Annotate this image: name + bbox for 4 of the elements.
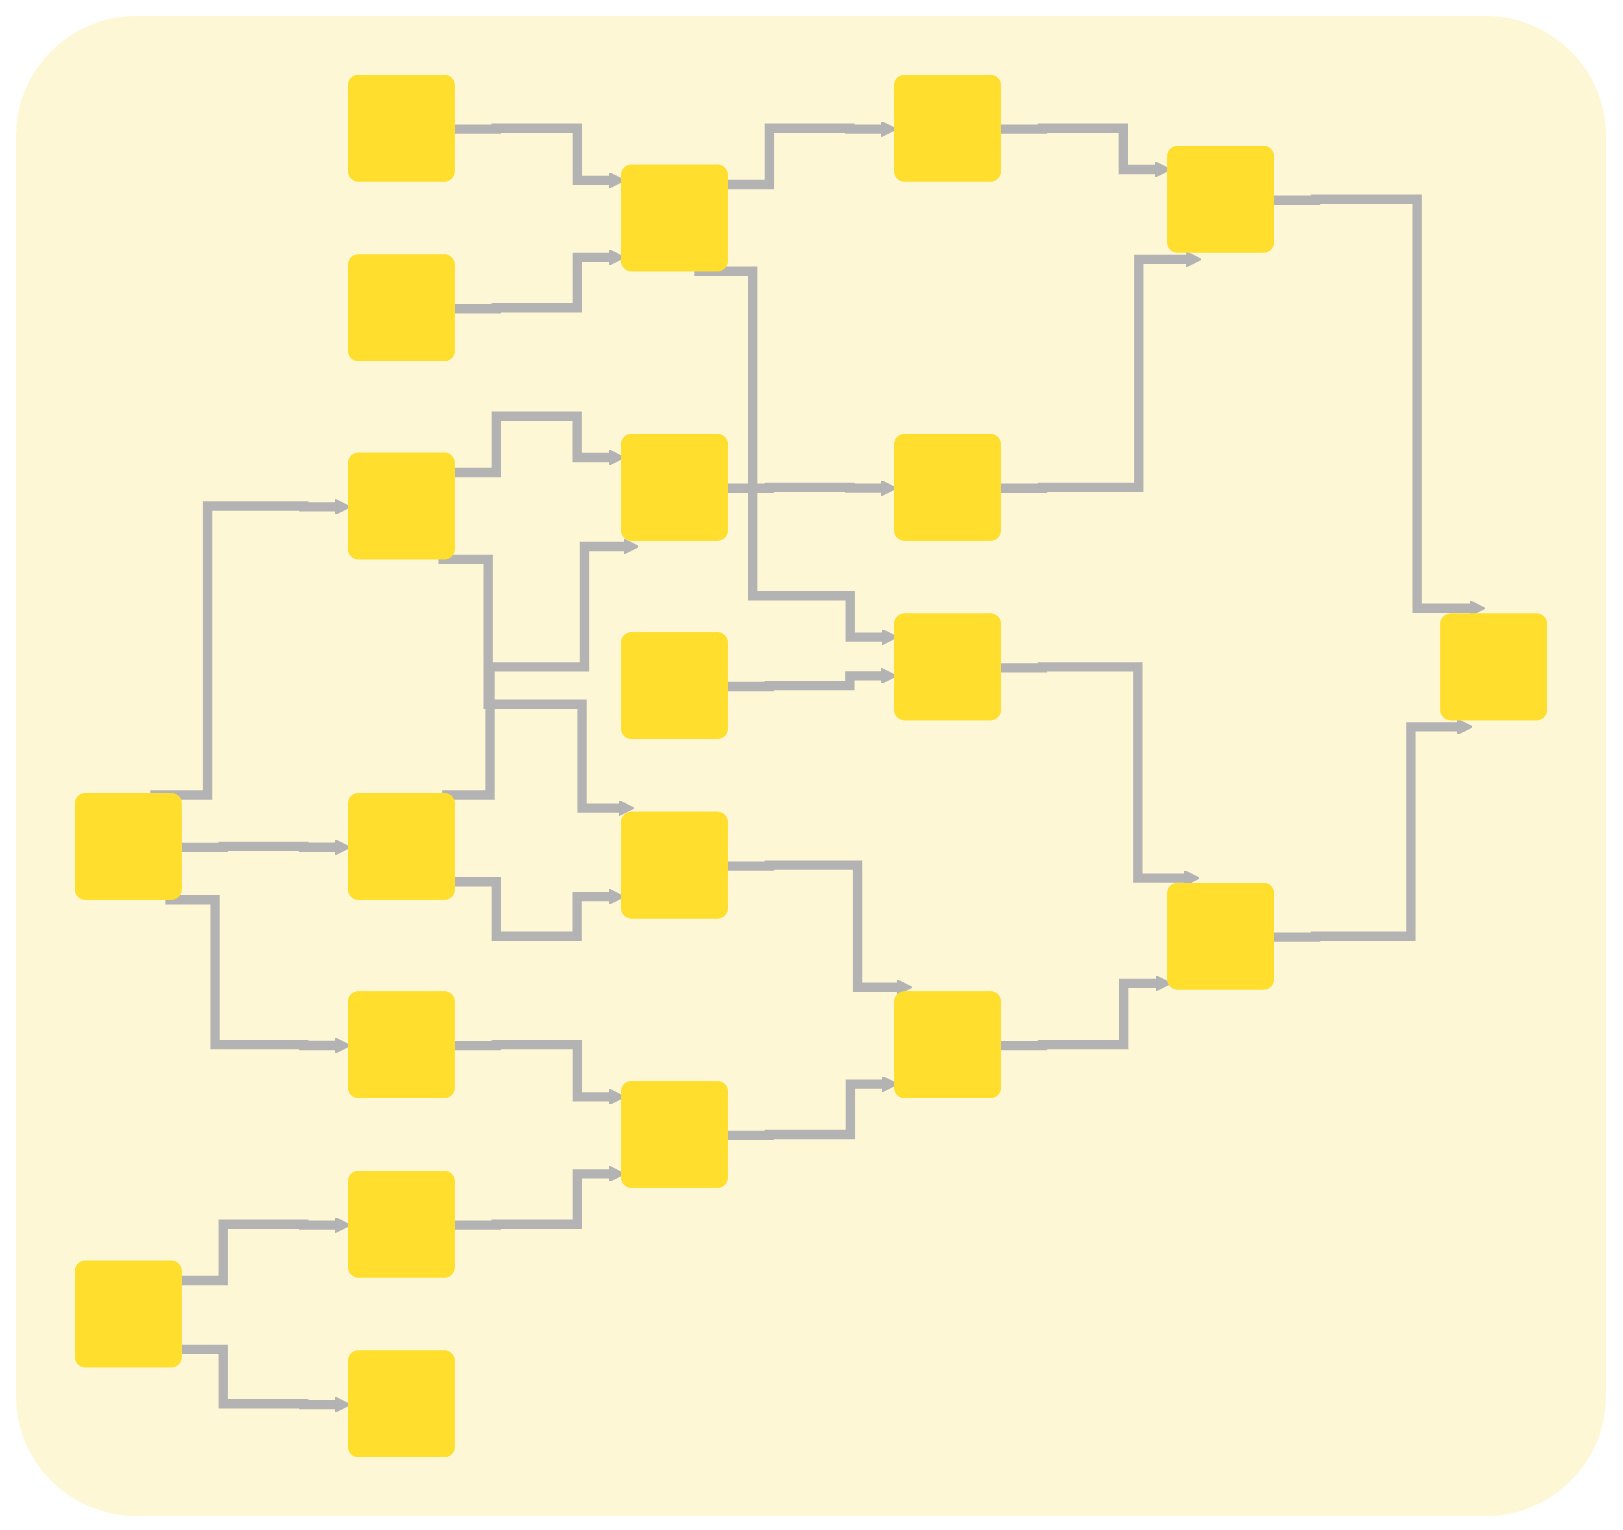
- arrow: [1000, 251, 1202, 493]
- arrow: [438, 554, 635, 817]
- arrow: [1273, 718, 1473, 942]
- arrow: [727, 860, 913, 996]
